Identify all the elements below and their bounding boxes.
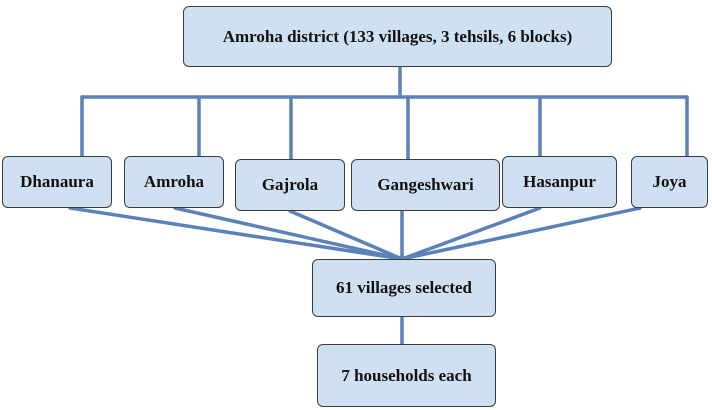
households-node: 7 households each (317, 344, 496, 407)
block-label: Amroha (143, 172, 205, 191)
villages-selected-node: 61 villages selected (312, 259, 496, 317)
connector-amroha-to-villages (173, 206, 404, 261)
root-node: Amroha district (133 villages, 3 tehsils… (183, 6, 612, 67)
connector-joya-to-villages (400, 206, 642, 261)
block-node-gangeshwari: Gangeshwari (351, 159, 500, 211)
connector-dhanaura-to-villages (68, 206, 404, 261)
block-node-gajrola: Gajrola (235, 159, 345, 211)
households-label: 7 households each (341, 365, 472, 385)
block-label: Gangeshwari (377, 175, 474, 194)
block-label: Gajrola (261, 175, 319, 194)
block-node-dhanaura: Dhanaura (2, 156, 112, 208)
block-label: Joya (652, 172, 687, 191)
block-node-amroha: Amroha (124, 156, 224, 208)
block-node-hasanpur: Hasanpur (502, 156, 617, 208)
villages-selected-label: 61 villages selected (336, 278, 472, 297)
root-label: Amroha district (133 villages, 3 tehsils… (222, 26, 573, 46)
connector-gajrola-to-villages (288, 209, 404, 261)
block-label: Hasanpur (523, 172, 596, 191)
connector-hasanpur-to-villages (400, 206, 542, 261)
block-label: Dhanaura (20, 172, 94, 191)
block-node-joya: Joya (631, 156, 708, 208)
